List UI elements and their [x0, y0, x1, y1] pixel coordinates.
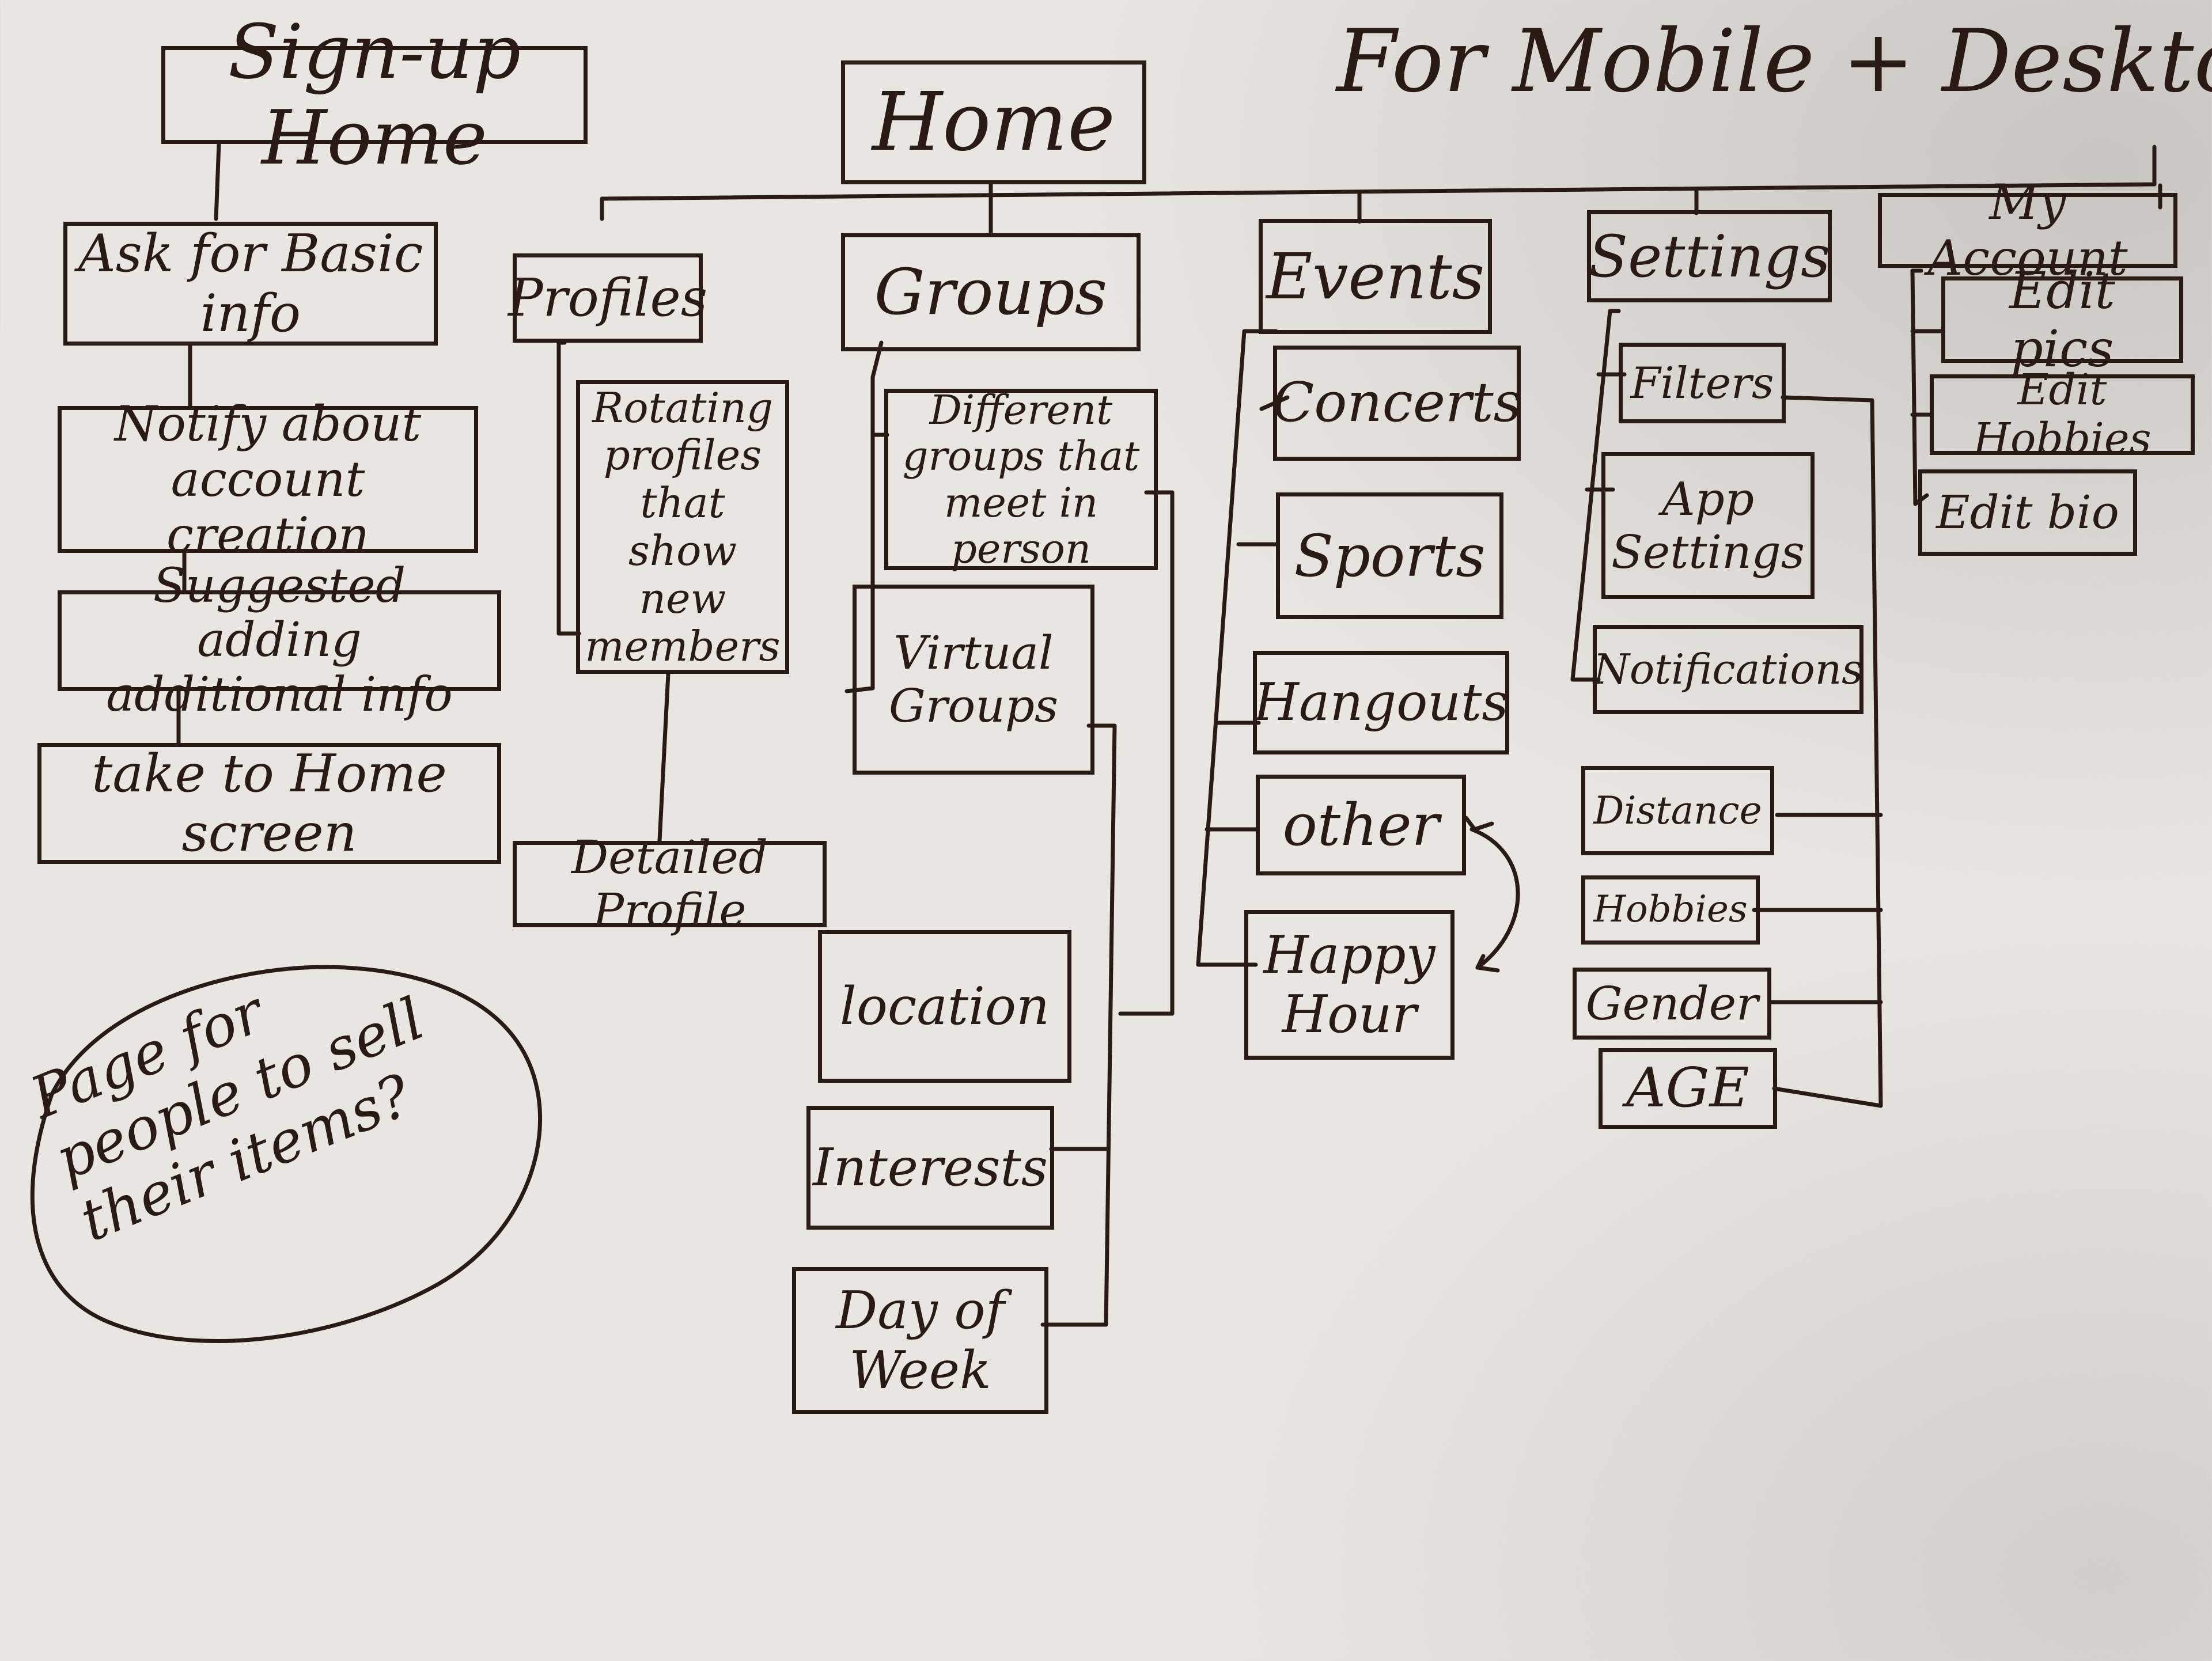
day-of-week-filter-box: Day of Week: [792, 1267, 1048, 1414]
signup-step-notify: Notify about account creation: [58, 396, 478, 563]
edit-pics-box: Edit pics: [1941, 261, 2183, 378]
location-filter-box: location: [818, 930, 1071, 1083]
signup-step-additional-info: Suggested adding additional info: [58, 559, 501, 722]
profiles-box: Profiles: [508, 253, 707, 343]
filter-hobbies-box: Hobbies: [1581, 875, 1760, 945]
home-box: Home: [841, 60, 1146, 184]
event-other-box: other: [1256, 775, 1466, 875]
edit-hobbies-box: Edit Hobbies: [1930, 365, 2195, 464]
event-hangouts-box: Hangouts: [1253, 651, 1509, 754]
filter-distance-box: Distance: [1581, 766, 1774, 855]
event-sports-box: Sports: [1276, 492, 1503, 619]
settings-box: Settings: [1587, 210, 1832, 302]
filter-age-box: AGE: [1599, 1048, 1777, 1129]
signup-step-basic-info: Ask for Basic info: [63, 222, 438, 346]
virtual-groups-box: Virtual Groups: [853, 585, 1094, 775]
event-happy-hour-box: Happy Hour: [1244, 910, 1455, 1060]
signup-step-home-screen: take to Home screen: [37, 743, 501, 864]
detailed-profile-box: Detailed Profile: [513, 831, 827, 937]
edit-bio-box: Edit bio: [1918, 469, 2137, 556]
diagram-title: For Mobile + Desktop: [1336, 12, 2212, 112]
rotating-profiles-box: Rotating profiles that show new members: [576, 380, 789, 674]
groups-box: Groups: [841, 233, 1141, 351]
settings-app-box: App Settings: [1601, 452, 1815, 599]
in-person-groups-box: Different groups that meet in person: [884, 386, 1158, 572]
events-box: Events: [1259, 219, 1492, 334]
interests-filter-box: Interests: [806, 1106, 1054, 1230]
filter-gender-box: Gender: [1573, 968, 1771, 1040]
settings-notifications-box: Notifications: [1593, 625, 1863, 714]
event-concerts-box: Concerts: [1272, 346, 1521, 461]
settings-filters-box: Filters: [1619, 343, 1786, 423]
my-account-box: My Account: [1878, 175, 2177, 286]
signup-home-box: Sign-up Home: [161, 9, 588, 181]
